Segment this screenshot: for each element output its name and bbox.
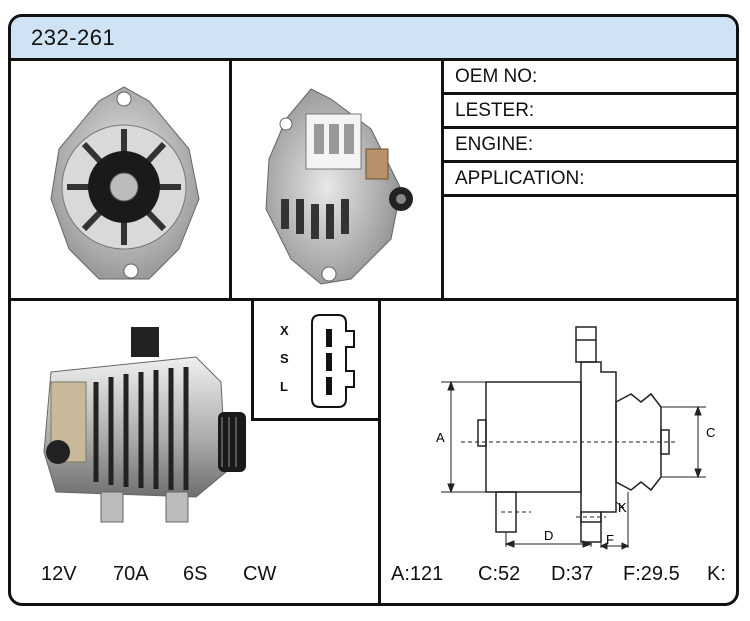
spec-amperage: 70A <box>113 563 149 585</box>
connector-plug-icon <box>311 314 355 408</box>
info-row-lester: LESTER: <box>443 95 736 129</box>
alternator-front-photo <box>50 86 200 280</box>
pin-label-s: S <box>280 351 289 366</box>
spec-dim-f: F:29.5 <box>623 563 680 585</box>
spec-voltage: 12V <box>41 563 77 585</box>
product-card: 232-261 OEM NO: LESTER: ENGINE: APPLICAT… <box>8 14 739 606</box>
dim-label-d: D <box>544 528 553 543</box>
title-bar: 232-261 <box>11 17 736 61</box>
spec-dim-a: A:121 <box>391 563 444 585</box>
divider <box>441 61 444 298</box>
info-row-oem: OEM NO: <box>443 61 736 95</box>
dim-label-f: F <box>606 532 614 547</box>
divider <box>378 298 381 603</box>
spec-dim-c: C:52 <box>478 563 521 585</box>
spec-dim-k: K: <box>707 563 726 585</box>
dim-label-k: K <box>618 500 627 515</box>
part-number-title: 232-261 <box>31 25 116 50</box>
engine-label: ENGINE: <box>455 134 534 155</box>
dim-label-c: C <box>706 425 715 440</box>
spec-grooves: 6S <box>183 563 208 585</box>
dimension-drawing: A C D F K <box>436 326 715 550</box>
alternator-rear-photo <box>265 88 413 285</box>
alternator-side-photo <box>43 327 246 523</box>
divider <box>229 61 232 298</box>
application-label: APPLICATION: <box>455 168 585 189</box>
divider <box>11 298 736 301</box>
dim-label-a: A <box>436 430 445 445</box>
oem-no-label: OEM NO: <box>455 66 538 87</box>
connector-box: X S L <box>251 301 381 421</box>
pin-label-l: L <box>280 379 288 394</box>
spec-dim-d: D:37 <box>551 563 594 585</box>
pin-label-x: X <box>280 323 289 338</box>
spec-rotation: CW <box>243 563 277 585</box>
lester-label: LESTER: <box>455 100 535 121</box>
info-row-engine: ENGINE: <box>443 129 736 163</box>
info-row-application: APPLICATION: <box>443 163 736 197</box>
